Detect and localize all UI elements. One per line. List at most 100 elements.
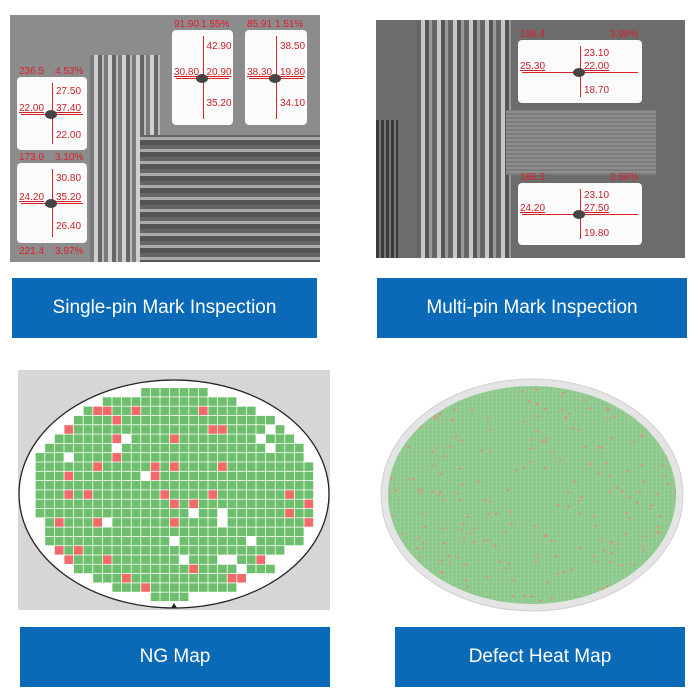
good-die <box>189 555 198 564</box>
defect-point <box>606 585 609 588</box>
defect-point <box>448 601 451 604</box>
good-die <box>227 499 237 509</box>
good-die <box>64 536 74 546</box>
good-die <box>35 462 45 471</box>
good-die <box>179 388 189 397</box>
defect-heat-map-button[interactable]: Defect Heat Map <box>395 627 685 687</box>
defect-point <box>658 393 661 396</box>
good-die <box>131 546 141 555</box>
defect-point <box>545 437 548 440</box>
ng-die <box>218 425 227 434</box>
good-die <box>189 518 198 527</box>
defect-point <box>626 470 629 473</box>
good-die <box>275 453 285 462</box>
defect-point <box>412 478 415 481</box>
good-die <box>131 462 141 471</box>
defect-point <box>593 555 596 558</box>
defect-point <box>655 577 658 580</box>
defect-point <box>610 541 613 544</box>
defect-point <box>578 499 581 502</box>
defect-point <box>486 417 489 420</box>
good-die <box>246 481 256 490</box>
good-die <box>285 434 294 443</box>
defect-point <box>489 429 492 432</box>
single-pin-mark-inspection-button[interactable]: Single-pin Mark Inspection <box>12 278 317 338</box>
defect-point <box>584 446 587 449</box>
good-die <box>208 536 218 546</box>
good-die <box>150 592 160 602</box>
good-die <box>275 462 285 471</box>
defect-point <box>487 513 490 516</box>
good-die <box>179 490 189 499</box>
good-die <box>294 443 304 453</box>
good-die <box>160 499 170 509</box>
measure-bottom: 34.10 <box>280 98 306 110</box>
defect-point <box>601 538 604 541</box>
good-die <box>208 481 218 490</box>
good-die <box>208 443 218 453</box>
good-die <box>122 425 131 434</box>
defect-point <box>642 480 645 483</box>
ng-die <box>102 406 112 416</box>
good-die <box>64 434 74 443</box>
good-die <box>218 397 227 406</box>
ng-die <box>64 555 74 564</box>
good-die <box>83 471 93 481</box>
defect-point <box>451 418 454 421</box>
good-die <box>256 481 266 490</box>
good-die <box>122 499 131 509</box>
good-die <box>150 564 160 574</box>
ng-die <box>141 583 150 592</box>
good-die <box>131 490 141 499</box>
good-die <box>83 481 93 490</box>
good-die <box>150 425 160 434</box>
defect-point <box>673 444 676 447</box>
good-die <box>275 471 285 481</box>
good-die <box>170 508 179 518</box>
defect-point <box>445 591 448 594</box>
defect-point <box>530 595 533 598</box>
ng-map-button[interactable]: NG Map <box>20 627 330 687</box>
good-die <box>198 490 208 499</box>
multi-pin-mark-inspection-button[interactable]: Multi-pin Mark Inspection <box>377 278 687 338</box>
defect-point <box>431 451 434 454</box>
good-die <box>275 490 285 499</box>
good-die <box>150 583 160 592</box>
good-die <box>179 415 189 425</box>
defect-point <box>505 567 508 570</box>
good-die <box>102 564 112 574</box>
good-die <box>189 574 198 583</box>
good-die <box>266 518 275 527</box>
measure-left: 38.30 <box>247 66 273 78</box>
ng-die <box>64 471 74 481</box>
good-die <box>170 546 179 555</box>
good-die <box>198 397 208 406</box>
defect-point <box>537 415 540 418</box>
good-die <box>93 555 102 564</box>
good-die <box>227 546 237 555</box>
probe-mark <box>195 73 208 83</box>
good-die <box>112 518 122 527</box>
defect-point <box>388 491 391 494</box>
defect-point <box>606 408 609 411</box>
good-die <box>131 471 141 481</box>
good-die <box>112 574 122 583</box>
defect-point <box>632 441 635 444</box>
defect-point <box>543 534 546 537</box>
defect-point <box>658 532 661 535</box>
good-die <box>198 527 208 536</box>
good-die <box>112 499 122 509</box>
defect-point <box>421 548 424 551</box>
ng-die <box>64 490 74 499</box>
good-die <box>112 406 122 416</box>
good-die <box>246 555 256 564</box>
good-die <box>189 471 198 481</box>
good-die <box>208 397 218 406</box>
good-die <box>246 546 256 555</box>
good-die <box>208 462 218 471</box>
good-die <box>208 527 218 536</box>
good-die <box>64 508 74 518</box>
defect-point <box>657 530 660 533</box>
